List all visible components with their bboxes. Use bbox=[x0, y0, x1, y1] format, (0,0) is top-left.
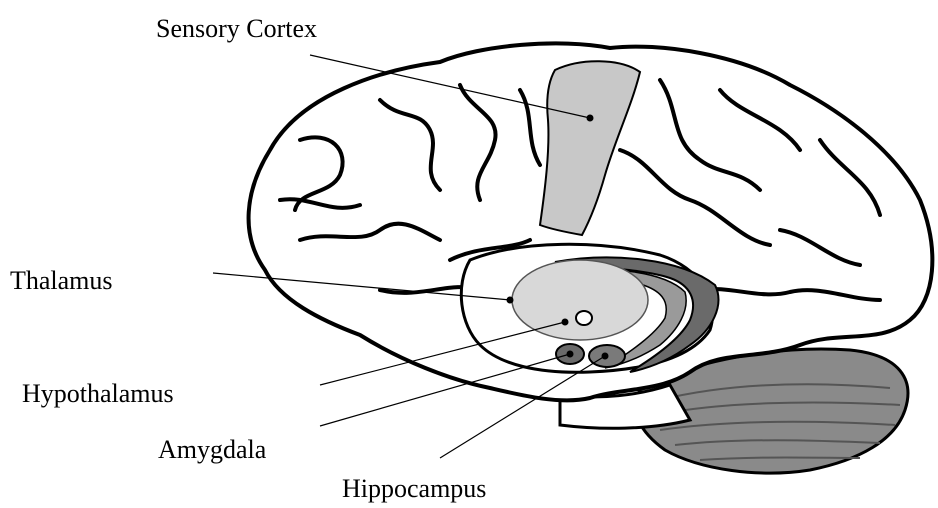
dot-hippocampus bbox=[602, 353, 609, 360]
label-amygdala: Amygdala bbox=[158, 437, 266, 463]
dot-thalamus bbox=[507, 297, 514, 304]
label-thalamus: Thalamus bbox=[10, 268, 113, 294]
label-sensory-cortex: Sensory Cortex bbox=[156, 16, 317, 42]
dot-hypothalamus bbox=[562, 319, 569, 326]
label-hypothalamus: Hypothalamus bbox=[22, 381, 174, 407]
hypothalamus-region bbox=[576, 311, 592, 325]
label-hippocampus: Hippocampus bbox=[342, 476, 486, 502]
thalamus-region bbox=[512, 260, 648, 340]
dot-amygdala bbox=[567, 351, 574, 358]
dot-sensory-cortex bbox=[587, 115, 594, 122]
